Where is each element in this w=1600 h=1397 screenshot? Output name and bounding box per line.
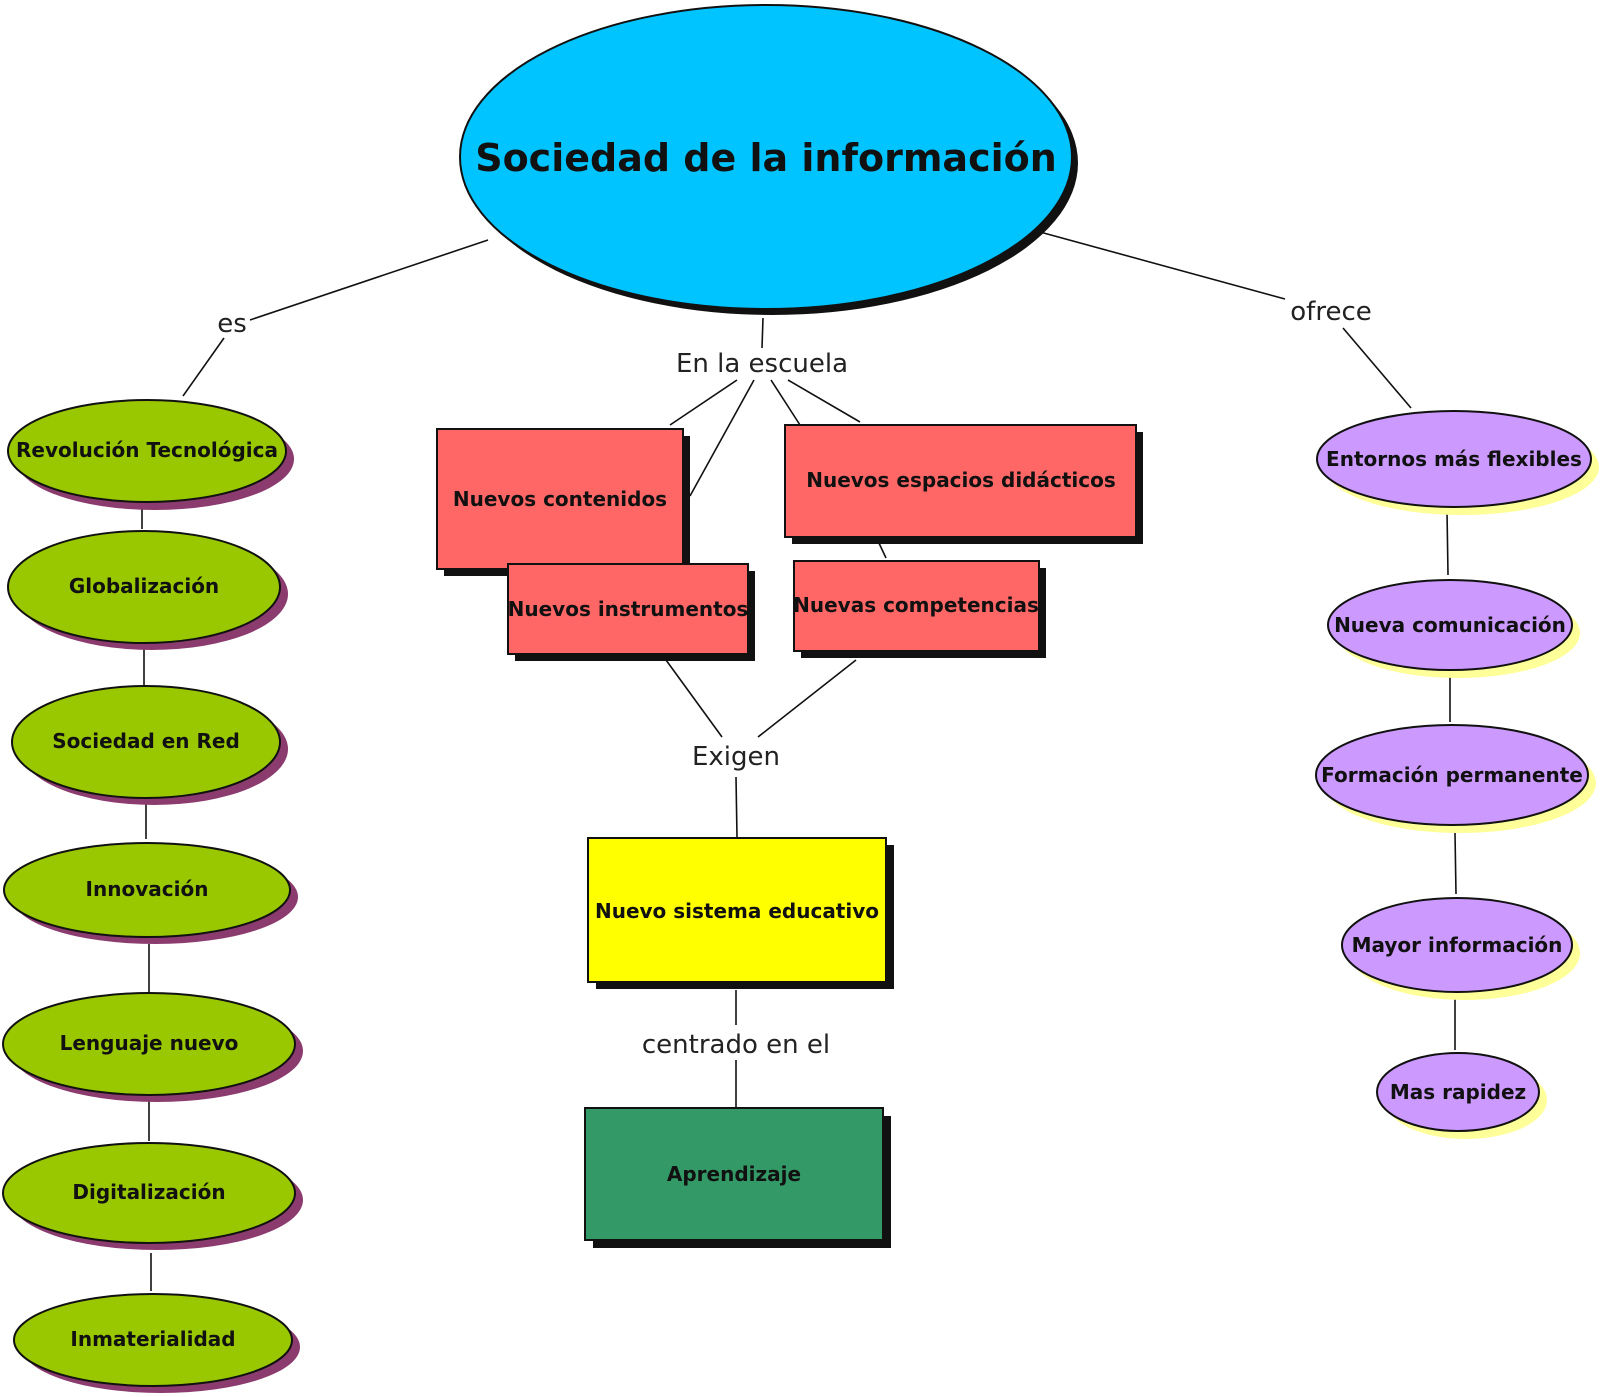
box-nuevas-competencias: Nuevas competencias	[793, 560, 1046, 658]
left-node-5-label: Lenguaje nuevo	[60, 1031, 239, 1055]
box-aprendizaje-rect	[584, 1107, 884, 1241]
left-node-6-ellipse	[2, 1142, 296, 1244]
edge-root-escuela	[761, 317, 764, 349]
left-node-5: Lenguaje nuevo	[2, 992, 303, 1102]
left-node-1: Revolución Tecnológica	[7, 399, 294, 510]
right-node-3-label: Formación permanente	[1321, 763, 1583, 787]
right-node-3-ellipse	[1315, 724, 1589, 826]
right-node-4-label: Mayor información	[1352, 933, 1563, 957]
left-node-7: Inmaterialidad	[13, 1293, 300, 1393]
box-nuevos-instrumentos-rect	[507, 563, 749, 655]
right-node-2: Nueva comunicación	[1327, 579, 1580, 678]
left-node-7-ellipse	[13, 1293, 293, 1387]
edge-root-ofrece	[1039, 231, 1286, 300]
box-nuevo-sistema-label: Nuevo sistema educativo	[595, 899, 879, 923]
left-node-6: Digitalización	[2, 1142, 303, 1250]
edge-root-es	[249, 239, 489, 321]
edge-right-1-2	[1446, 510, 1449, 576]
edge-right-3-4	[1454, 832, 1457, 895]
edge-ofrece-entornos	[1342, 327, 1412, 409]
right-node-1: Entornos más flexibles	[1316, 410, 1599, 515]
left-node-7-label: Inmaterialidad	[70, 1327, 235, 1351]
right-node-1-ellipse	[1316, 410, 1592, 508]
right-node-1-label: Entornos más flexibles	[1326, 447, 1582, 471]
left-node-2: Globalización	[7, 530, 288, 650]
box-nuevas-competencias-rect	[793, 560, 1040, 652]
left-node-1-label: Revolución Tecnológica	[16, 438, 278, 462]
left-node-3-ellipse	[11, 685, 281, 799]
left-node-4-label: Innovación	[86, 877, 209, 901]
edge-escuela-espacios-b	[787, 379, 861, 423]
box-nuevos-espacios-rect	[784, 424, 1137, 538]
edge-escuela-espacios-a	[770, 379, 801, 426]
left-node-4-ellipse	[3, 842, 291, 938]
left-node-3-label: Sociedad en Red	[52, 729, 240, 753]
right-node-3: Formación permanente	[1315, 724, 1596, 833]
center-boxes: Nuevos contenidos Nuevos espacios didáct…	[436, 424, 1143, 1248]
left-node-5-ellipse	[2, 992, 296, 1096]
right-node-2-label: Nueva comunicación	[1334, 613, 1566, 637]
left-node-6-label: Digitalización	[72, 1180, 225, 1204]
link-en-la-escuela: En la escuela	[676, 349, 848, 379]
right-node-2-ellipse	[1327, 579, 1573, 671]
box-aprendizaje-label: Aprendizaje	[667, 1162, 801, 1186]
left-node-3: Sociedad en Red	[11, 685, 288, 805]
edge-competencias-exigen	[757, 659, 857, 738]
edge-es-revolucion	[182, 337, 225, 397]
right-node-5-label: Mas rapidez	[1390, 1080, 1526, 1104]
box-aprendizaje: Aprendizaje	[584, 1107, 891, 1248]
left-column: Revolución Tecnológica Globalización Soc…	[2, 399, 303, 1393]
box-nuevos-contenidos: Nuevos contenidos	[436, 428, 690, 576]
box-nuevos-contenidos-label: Nuevos contenidos	[453, 487, 667, 511]
box-nuevos-instrumentos: Nuevos instrumentos	[507, 563, 755, 661]
box-nuevo-sistema: Nuevo sistema educativo	[587, 837, 894, 989]
link-centrado-en-el: centrado en el	[642, 1030, 830, 1060]
box-nuevo-sistema-rect	[587, 837, 887, 983]
root-node-title: Sociedad de la información	[475, 136, 1057, 180]
box-nuevos-espacios: Nuevos espacios didácticos	[784, 424, 1143, 544]
left-node-2-ellipse	[7, 530, 281, 644]
edge-instrumentos-exigen	[665, 659, 723, 738]
link-exigen: Exigen	[692, 742, 780, 772]
box-nuevos-contenidos-rect	[436, 428, 684, 570]
box-nuevos-instrumentos-label: Nuevos instrumentos	[508, 597, 749, 621]
left-node-2-label: Globalización	[69, 574, 219, 598]
left-node-4: Innovación	[3, 842, 298, 944]
right-column: Entornos más flexibles Nueva comunicació…	[1315, 410, 1599, 1139]
edges	[141, 231, 1457, 1291]
link-es: es	[217, 309, 247, 339]
right-node-4: Mayor información	[1341, 897, 1580, 1000]
box-nuevos-espacios-label: Nuevos espacios didácticos	[806, 468, 1116, 492]
edge-escuela-contenidos	[669, 379, 738, 426]
root-node-ellipse	[459, 4, 1073, 310]
edge-escuela-instrumentos	[689, 379, 755, 497]
link-ofrece: ofrece	[1290, 297, 1371, 327]
edge-exigen-sistema	[735, 776, 738, 838]
root-node: Sociedad de la información	[459, 4, 1078, 315]
linking-phrases: es En la escuela ofrece Exigen centrado …	[217, 297, 1372, 1060]
left-node-1-ellipse	[7, 399, 287, 503]
right-node-5-ellipse	[1376, 1052, 1540, 1132]
right-node-5: Mas rapidez	[1376, 1052, 1547, 1139]
right-node-4-ellipse	[1341, 897, 1573, 993]
box-nuevas-competencias-label: Nuevas competencias	[793, 593, 1039, 617]
